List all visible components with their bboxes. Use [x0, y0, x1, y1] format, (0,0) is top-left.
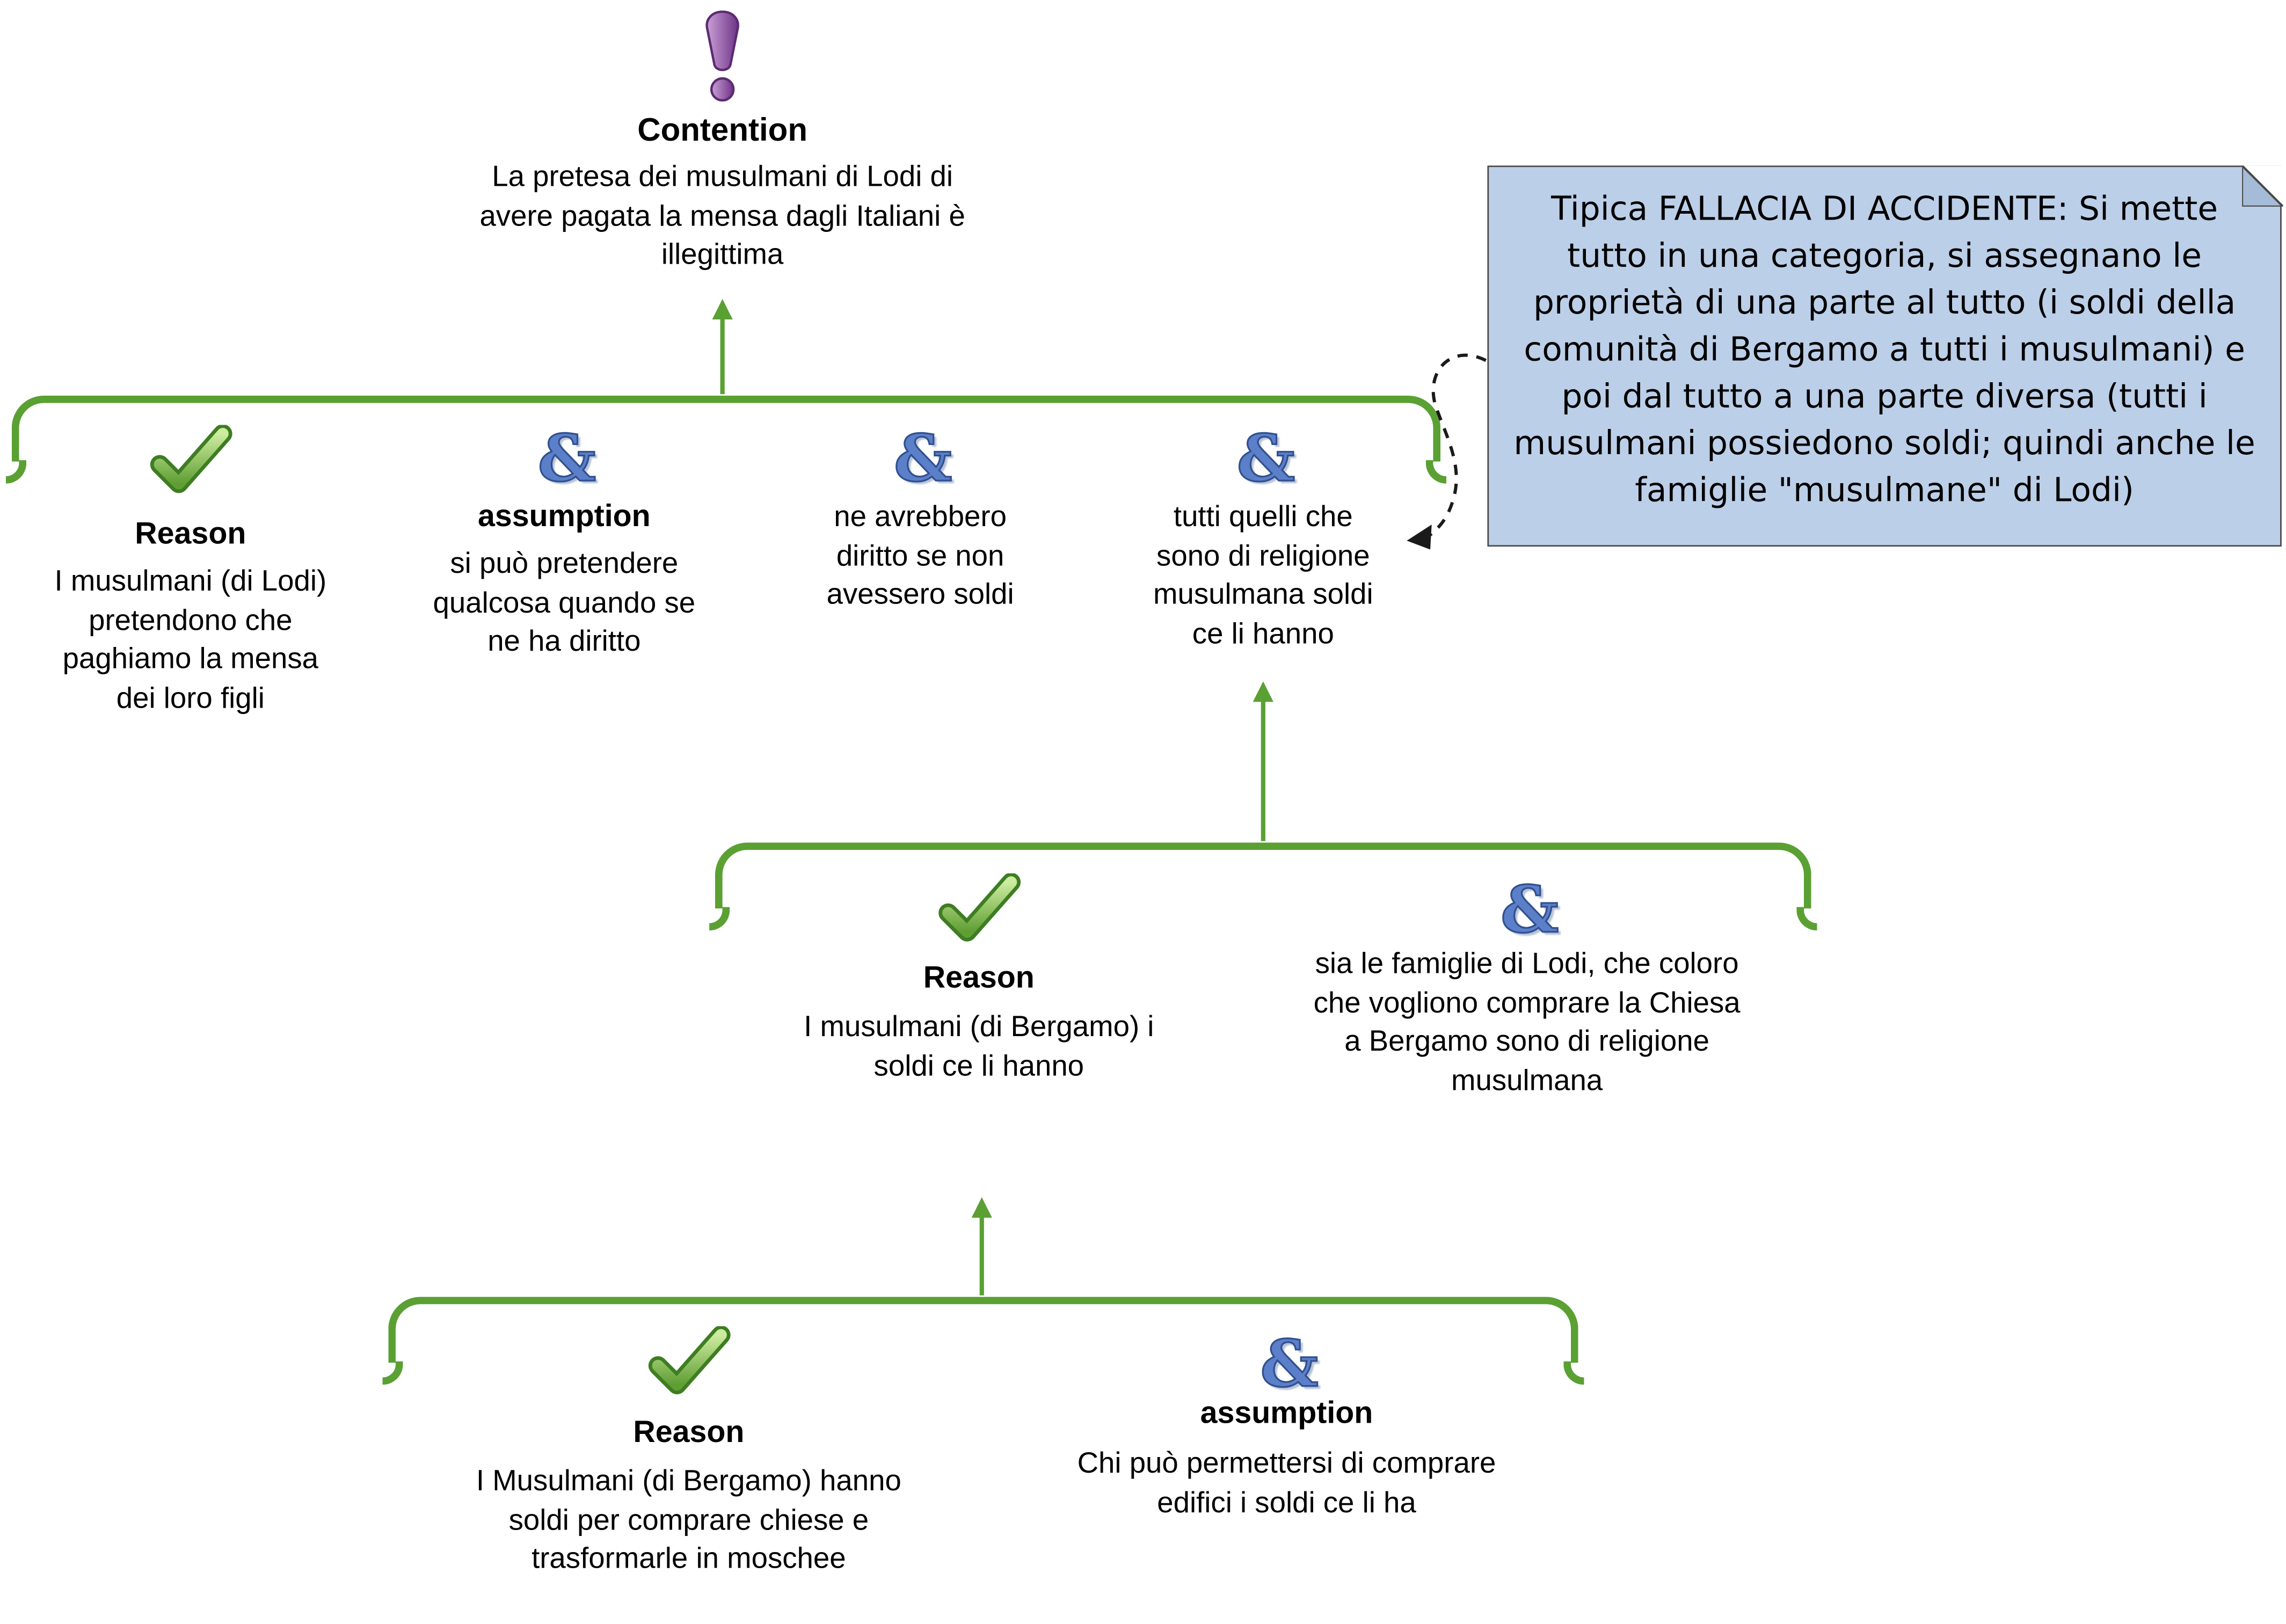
- reason-group-bracket-2: [709, 842, 1817, 931]
- copremise-text[interactable]: tutti quelli che sono di religione musul…: [1153, 501, 1373, 651]
- bracket-hook-left: [709, 907, 730, 931]
- arrow-to-contention: [712, 298, 733, 395]
- check-icon: [645, 1325, 733, 1407]
- ampersand-icon: &: [537, 422, 597, 497]
- bracket-hook-left: [5, 460, 27, 484]
- reason-label: Reason: [923, 961, 1035, 995]
- contention-text[interactable]: La pretesa dei musulmani di Lodi di aver…: [479, 161, 965, 272]
- reason-label: Reason: [135, 517, 246, 551]
- sticky-note[interactable]: Tipica FALLACIA DI ACCIDENTE: Si mette t…: [1487, 165, 2283, 547]
- copremise-text[interactable]: sia le famiglie di Lodi, che coloro che …: [1313, 948, 1741, 1097]
- assumption-text[interactable]: si può pretendere qualcosa quando se ne …: [433, 548, 696, 659]
- bracket-hook-right: [1563, 1361, 1584, 1385]
- note-fold-icon: [2241, 165, 2283, 206]
- assumption-label: assumption: [1200, 1396, 1373, 1430]
- reason-text[interactable]: I musulmani (di Lodi) pretendono che pag…: [54, 565, 327, 715]
- ampersand-icon: &: [1260, 1327, 1320, 1403]
- contention-label: Contention: [637, 111, 808, 148]
- copremise-text[interactable]: ne avrebbero diritto se non avessero sol…: [826, 501, 1014, 611]
- reason-text[interactable]: I musulmani (di Bergamo) i soldi ce li h…: [804, 1011, 1154, 1082]
- check-icon: [147, 424, 235, 506]
- assumption-label: assumption: [477, 499, 651, 534]
- bracket-hook-right: [1796, 907, 1817, 931]
- arrow-to-reason: [971, 1197, 992, 1295]
- reason-group-bracket-3: [382, 1297, 1584, 1385]
- ampersand-icon: &: [893, 422, 953, 497]
- bracket-hook-left: [382, 1361, 403, 1385]
- ampersand-icon: &: [1499, 873, 1560, 948]
- assumption-text[interactable]: Chi può permettersi di comprare edifici …: [1077, 1447, 1496, 1519]
- reason-text[interactable]: I Musulmani (di Bergamo) hanno soldi per…: [476, 1465, 901, 1576]
- note-connector-arrow: [1407, 353, 1487, 550]
- reason-label: Reason: [633, 1415, 745, 1450]
- check-icon: [935, 872, 1023, 954]
- arrow-to-claim: [1253, 681, 1273, 841]
- note-text: Tipica FALLACIA DI ACCIDENTE: Si mette t…: [1513, 190, 2255, 509]
- exclamation-icon: [699, 9, 746, 110]
- ampersand-icon: &: [1236, 422, 1296, 497]
